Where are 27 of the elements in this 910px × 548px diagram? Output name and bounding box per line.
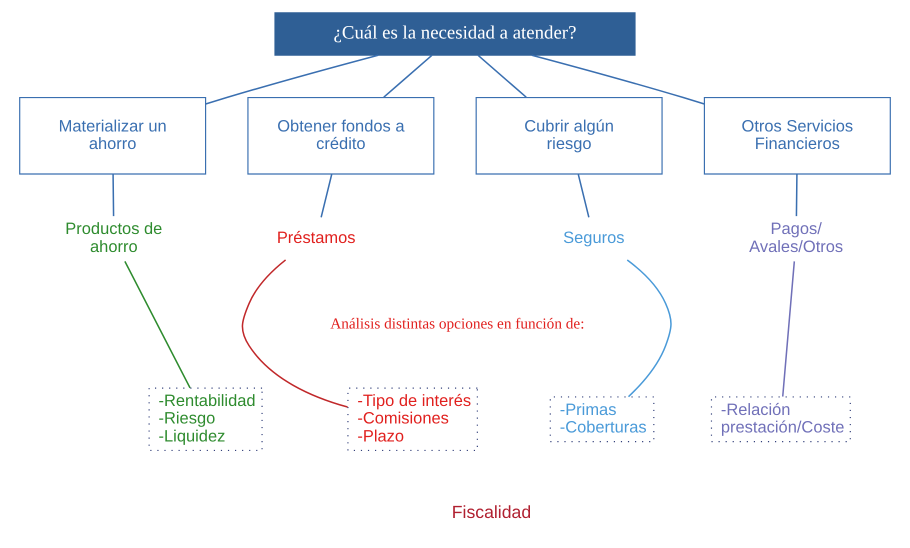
node-box: Otros Servicios Financieros <box>704 96 891 175</box>
connector <box>782 261 796 397</box>
label: Fiscalidad <box>452 502 532 522</box>
connector <box>578 174 590 218</box>
connector <box>532 54 705 105</box>
connector <box>796 174 798 216</box>
node-box: -Rentabilidad -Riesgo -Liquidez <box>148 388 263 452</box>
node-box: Cubrir algún riesgo <box>476 96 663 175</box>
node-text: Productos de ahorro <box>65 220 162 256</box>
node-box: -Tipo de interés -Comisiones -Plazo <box>347 388 478 452</box>
connector <box>112 174 114 216</box>
connector <box>383 54 432 98</box>
node-box: Materializar un ahorro <box>19 96 206 175</box>
node-text: Seguros <box>563 229 624 248</box>
node-box: -Relación prestación/Coste <box>710 396 851 442</box>
node-text: Pagos/ Avales/Otros <box>749 220 844 256</box>
connector <box>205 54 378 105</box>
connector <box>478 54 527 98</box>
label: Análisis distintas opciones en función de: <box>330 316 584 333</box>
node-text: Préstamos <box>276 229 356 248</box>
connector <box>124 261 191 388</box>
node-box: Obtener fondos a crédito <box>247 96 434 175</box>
node-box: -Primas -Coberturas <box>550 396 654 442</box>
node-box: ¿Cuál es la necesidad a atender? <box>274 12 636 56</box>
connector <box>242 259 348 408</box>
connector <box>626 259 672 398</box>
connector <box>320 174 332 218</box>
